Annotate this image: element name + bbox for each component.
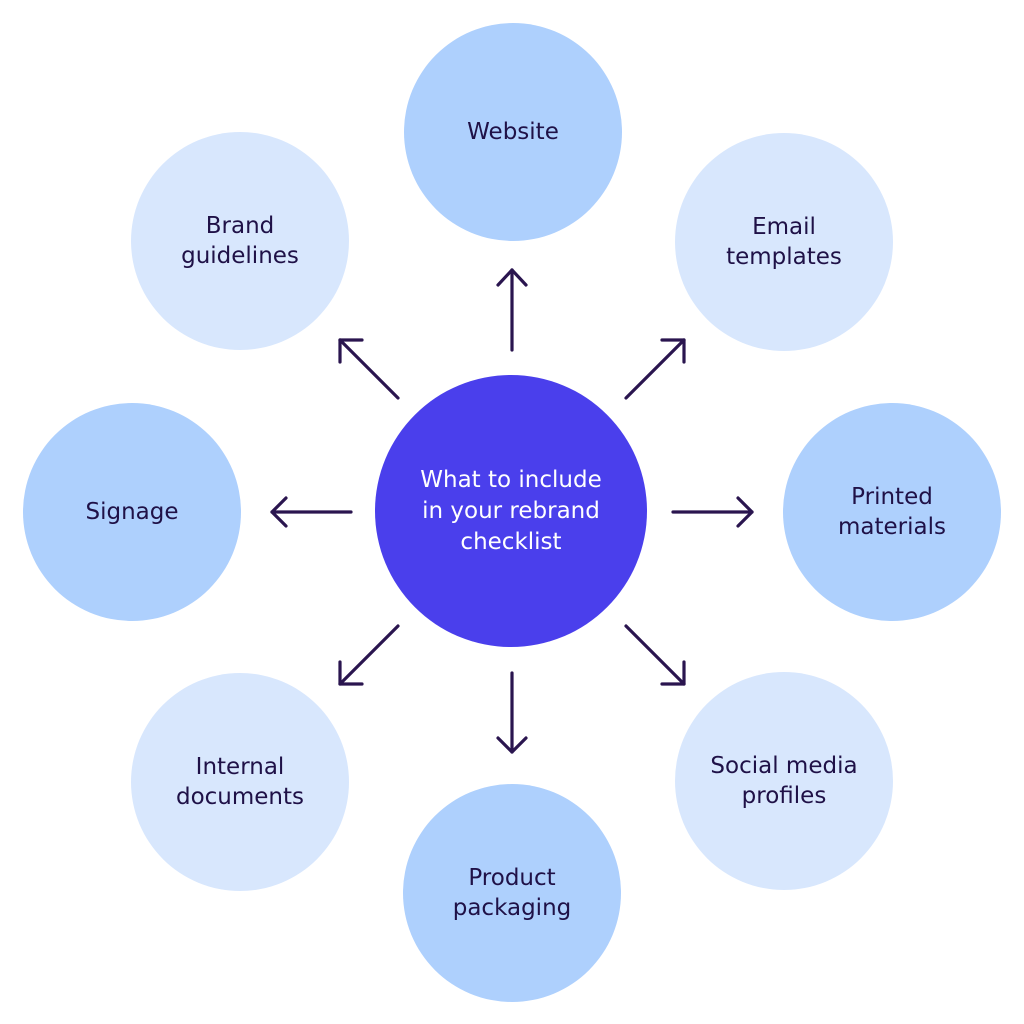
printed-materials-label: Printed materials: [838, 482, 946, 542]
brand-guidelines-label-line: Brand: [205, 213, 275, 239]
arrow-up-icon: [496, 268, 528, 352]
social-media-profiles-label: Social media profiles: [710, 751, 857, 811]
internal-documents-label: Internal documents: [176, 752, 304, 812]
internal-documents-label-line: Internal: [195, 754, 285, 780]
arrow-right-icon: [671, 496, 754, 528]
arrow-down-icon: [496, 671, 528, 754]
center-topic-label: What to include in your rebrand checklis…: [420, 465, 601, 558]
website-circle: Website: [404, 23, 622, 241]
product-packaging-label: Product packaging: [453, 863, 572, 923]
product-packaging-circle: Product packaging: [403, 784, 621, 1002]
arrow-down-right-icon: [624, 624, 686, 686]
signage-circle: Signage: [23, 403, 241, 621]
brand-guidelines-label-line: guidelines: [181, 243, 299, 269]
arrow-left-icon: [270, 496, 353, 528]
internal-documents-circle: Internal documents: [131, 673, 349, 891]
printed-materials-label-line: Printed: [851, 484, 933, 510]
social-media-profiles-circle: Social media profiles: [675, 672, 893, 890]
internal-documents-label-line: documents: [175, 784, 305, 810]
website-label: Website: [467, 117, 559, 147]
center-label-line: What to include: [420, 466, 602, 493]
email-templates-label: Email templates: [726, 212, 842, 272]
email-templates-circle: Email templates: [675, 133, 893, 351]
product-packaging-label-line: packaging: [452, 895, 572, 921]
social-media-profiles-label-line: profiles: [741, 783, 827, 809]
center-label-line: in your rebrand: [422, 497, 600, 524]
center-label-line: checklist: [460, 528, 562, 555]
email-templates-label-line: Email: [752, 214, 816, 240]
arrow-down-left-icon: [338, 624, 400, 686]
signage-label-line: Signage: [85, 499, 179, 525]
brand-guidelines-circle: Brand guidelines: [131, 132, 349, 350]
website-label-line: Website: [467, 119, 559, 145]
center-topic-circle: What to include in your rebrand checklis…: [375, 375, 647, 647]
email-templates-label-line: templates: [726, 244, 842, 270]
social-media-profiles-label-line: Social media: [710, 753, 858, 779]
arrow-up-left-icon: [338, 338, 400, 400]
brand-guidelines-label: Brand guidelines: [181, 211, 299, 271]
printed-materials-label-line: materials: [838, 514, 946, 540]
arrow-up-right-icon: [624, 338, 686, 400]
signage-label: Signage: [85, 497, 178, 527]
product-packaging-label-line: Product: [468, 865, 556, 891]
printed-materials-circle: Printed materials: [783, 403, 1001, 621]
